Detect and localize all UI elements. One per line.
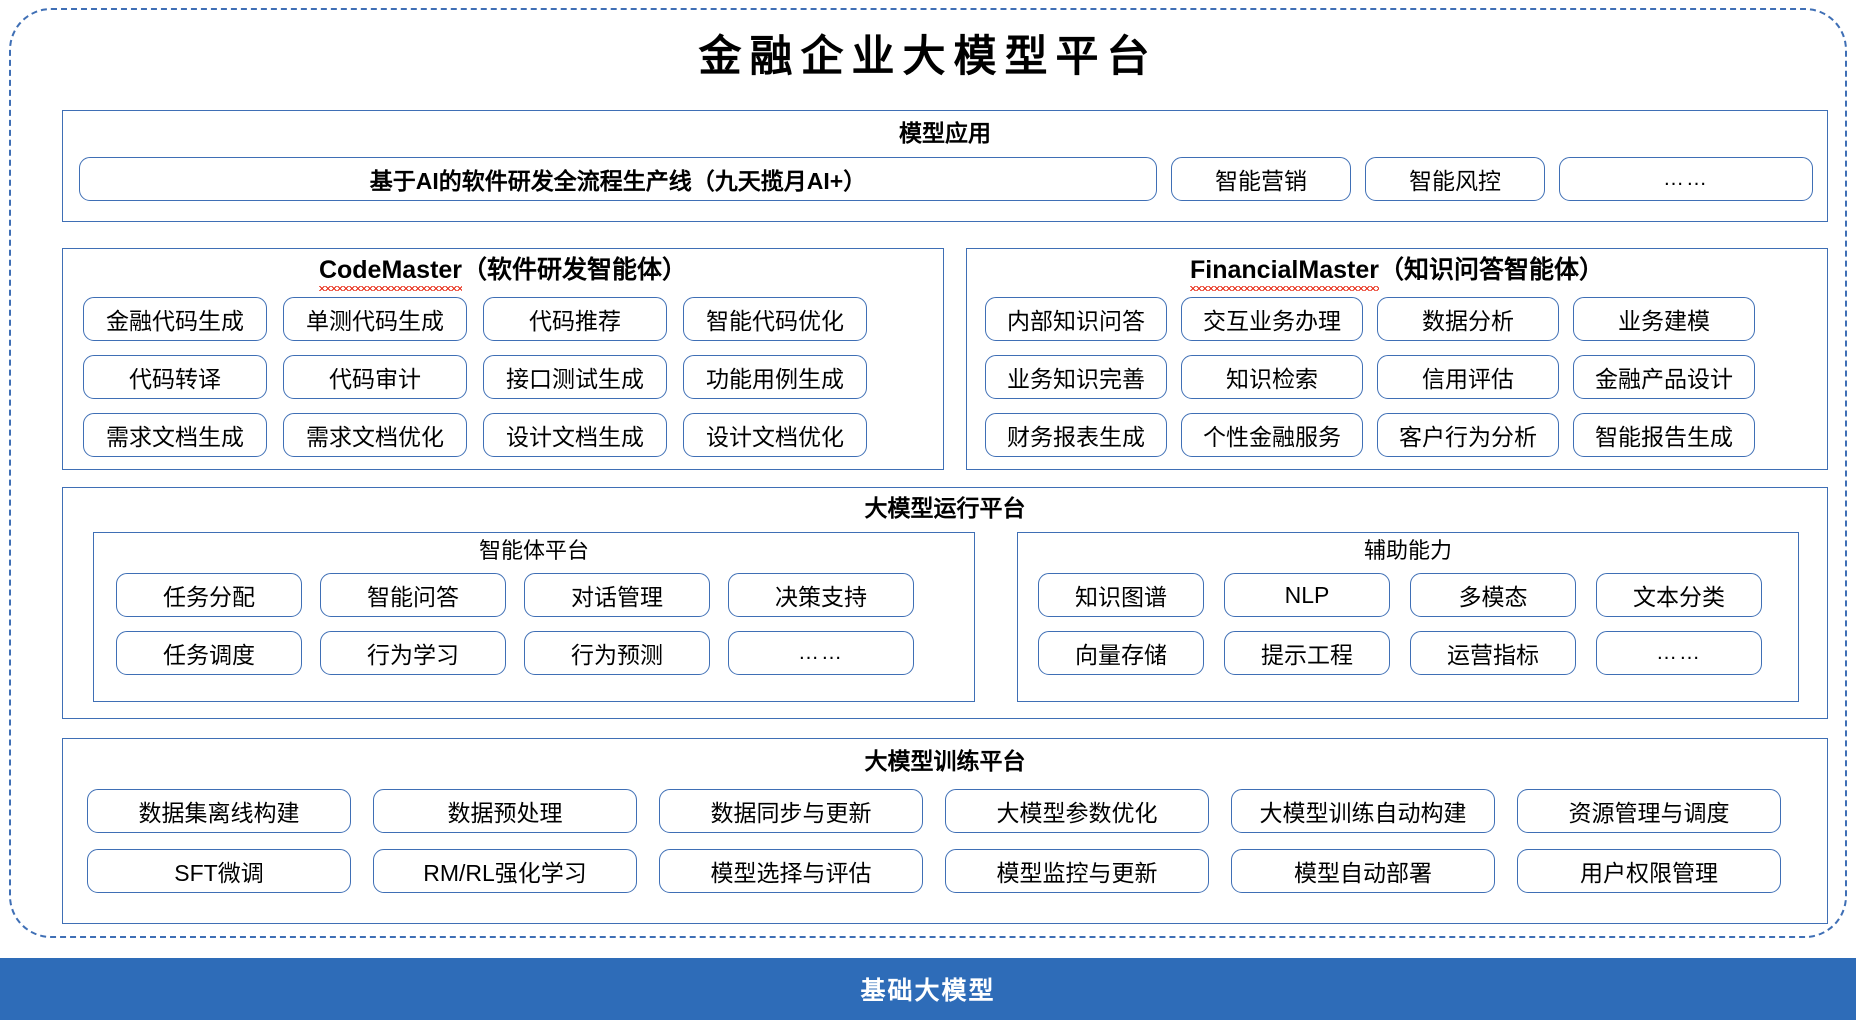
codemaster-item[interactable]: 需求文档优化 xyxy=(283,413,467,457)
panel-runtime-title: 大模型运行平台 xyxy=(864,495,1026,521)
training-row-1: 数据集离线构建 数据预处理 数据同步与更新 大模型参数优化 大模型训练自动构建 … xyxy=(87,789,1781,833)
financialmaster-item[interactable]: 数据分析 xyxy=(1377,297,1559,341)
training-item[interactable]: 模型选择与评估 xyxy=(659,849,923,893)
codemaster-row-2: 代码转译 代码审计 接口测试生成 功能用例生成 xyxy=(83,355,867,399)
training-item[interactable]: 模型监控与更新 xyxy=(945,849,1209,893)
agent-platform-item[interactable]: 智能问答 xyxy=(320,573,506,617)
aux-capability-item[interactable]: 向量存储 xyxy=(1038,631,1204,675)
panel-runtime: 大模型运行平台 智能体平台 任务分配 智能问答 对话管理 决策支持 任务调度 行… xyxy=(62,487,1828,719)
panel-model-application-title: 模型应用 xyxy=(899,120,991,146)
training-item[interactable]: 数据预处理 xyxy=(373,789,637,833)
subpanel-agent-platform-title: 智能体平台 xyxy=(478,538,589,563)
base-model-bar: 基础大模型 xyxy=(0,958,1856,1020)
agent-platform-item[interactable]: 行为学习 xyxy=(320,631,506,675)
training-item[interactable]: 大模型训练自动构建 xyxy=(1231,789,1495,833)
app-main-item[interactable]: 基于AI的软件研发全流程生产线（九天揽月AI+） xyxy=(79,157,1157,201)
financialmaster-item[interactable]: 业务建模 xyxy=(1573,297,1755,341)
agent-platform-row-2: 任务调度 行为学习 行为预测 …… xyxy=(116,631,914,675)
aux-capability-item[interactable]: 知识图谱 xyxy=(1038,573,1204,617)
financialmaster-item[interactable]: 信用评估 xyxy=(1377,355,1559,399)
codemaster-item[interactable]: 代码推荐 xyxy=(483,297,667,341)
training-row-2: SFT微调 RM/RL强化学习 模型选择与评估 模型监控与更新 模型自动部署 用… xyxy=(87,849,1781,893)
training-item[interactable]: SFT微调 xyxy=(87,849,351,893)
codemaster-item[interactable]: 单测代码生成 xyxy=(283,297,467,341)
training-item[interactable]: 数据同步与更新 xyxy=(659,789,923,833)
codemaster-item[interactable]: 设计文档生成 xyxy=(483,413,667,457)
financialmaster-item[interactable]: 个性金融服务 xyxy=(1181,413,1363,457)
panel-agent-financialmaster: FinancialMaster（知识问答智能体） 内部知识问答 交互业务办理 数… xyxy=(966,248,1828,470)
codemaster-row-3: 需求文档生成 需求文档优化 设计文档生成 设计文档优化 xyxy=(83,413,867,457)
aux-capability-item[interactable]: 运营指标 xyxy=(1410,631,1576,675)
aux-capability-item[interactable]: 提示工程 xyxy=(1224,631,1390,675)
codemaster-item[interactable]: 需求文档生成 xyxy=(83,413,267,457)
model-application-items: 基于AI的软件研发全流程生产线（九天揽月AI+） 智能营销 智能风控 …… xyxy=(79,157,1813,201)
codemaster-item[interactable]: 设计文档优化 xyxy=(683,413,867,457)
training-item[interactable]: 模型自动部署 xyxy=(1231,849,1495,893)
agent-codemaster-name-cn: （软件研发智能体） xyxy=(462,256,688,284)
financialmaster-item[interactable]: 知识检索 xyxy=(1181,355,1363,399)
training-item[interactable]: 资源管理与调度 xyxy=(1517,789,1781,833)
aux-capability-item[interactable]: 文本分类 xyxy=(1596,573,1762,617)
training-item[interactable]: 用户权限管理 xyxy=(1517,849,1781,893)
financialmaster-row-3: 财务报表生成 个性金融服务 客户行为分析 智能报告生成 xyxy=(985,413,1755,457)
financialmaster-item[interactable]: 内部知识问答 xyxy=(985,297,1167,341)
agent-platform-row-1: 任务分配 智能问答 对话管理 决策支持 xyxy=(116,573,914,617)
platform-outer-frame xyxy=(9,8,1847,938)
financialmaster-item[interactable]: 客户行为分析 xyxy=(1377,413,1559,457)
codemaster-item[interactable]: 智能代码优化 xyxy=(683,297,867,341)
training-item[interactable]: 大模型参数优化 xyxy=(945,789,1209,833)
training-item[interactable]: RM/RL强化学习 xyxy=(373,849,637,893)
aux-capability-item[interactable]: 多模态 xyxy=(1410,573,1576,617)
agent-financialmaster-title: FinancialMaster（知识问答智能体） xyxy=(967,256,1827,290)
page-title: 金融企业大模型平台 xyxy=(698,32,1158,82)
financialmaster-item[interactable]: 财务报表生成 xyxy=(985,413,1167,457)
codemaster-item[interactable]: 接口测试生成 xyxy=(483,355,667,399)
base-model-label: 基础大模型 xyxy=(860,977,996,1005)
training-item[interactable]: 数据集离线构建 xyxy=(87,789,351,833)
financialmaster-row-1: 内部知识问答 交互业务办理 数据分析 业务建模 xyxy=(985,297,1755,341)
subpanel-aux-capability-title: 辅助能力 xyxy=(1363,538,1452,563)
financialmaster-item[interactable]: 交互业务办理 xyxy=(1181,297,1363,341)
app-item-risk-control[interactable]: 智能风控 xyxy=(1365,157,1545,201)
aux-capability-item[interactable]: NLP xyxy=(1224,573,1390,617)
codemaster-item[interactable]: 代码审计 xyxy=(283,355,467,399)
agent-financialmaster-name-en: FinancialMaster xyxy=(1190,256,1379,290)
aux-capability-row-1: 知识图谱 NLP 多模态 文本分类 xyxy=(1038,573,1762,617)
agent-platform-item[interactable]: 决策支持 xyxy=(728,573,914,617)
agent-platform-item[interactable]: 任务分配 xyxy=(116,573,302,617)
codemaster-item[interactable]: 代码转译 xyxy=(83,355,267,399)
codemaster-item[interactable]: 功能用例生成 xyxy=(683,355,867,399)
agent-financialmaster-name-cn: （知识问答智能体） xyxy=(1378,256,1604,284)
agent-platform-item[interactable]: 任务调度 xyxy=(116,631,302,675)
panel-agent-codemaster: CodeMaster（软件研发智能体） 金融代码生成 单测代码生成 代码推荐 智… xyxy=(62,248,944,470)
financialmaster-item[interactable]: 金融产品设计 xyxy=(1573,355,1755,399)
aux-capability-row-2: 向量存储 提示工程 运营指标 …… xyxy=(1038,631,1762,675)
panel-model-application: 模型应用 基于AI的软件研发全流程生产线（九天揽月AI+） 智能营销 智能风控 … xyxy=(62,110,1828,222)
agent-codemaster-title: CodeMaster（软件研发智能体） xyxy=(63,256,943,290)
subpanel-aux-capability: 辅助能力 知识图谱 NLP 多模态 文本分类 向量存储 提示工程 运营指标 …… xyxy=(1017,532,1799,702)
app-item-more[interactable]: …… xyxy=(1559,157,1813,201)
codemaster-item[interactable]: 金融代码生成 xyxy=(83,297,267,341)
agent-platform-item-more[interactable]: …… xyxy=(728,631,914,675)
app-item-marketing[interactable]: 智能营销 xyxy=(1171,157,1351,201)
financialmaster-item[interactable]: 业务知识完善 xyxy=(985,355,1167,399)
aux-capability-item-more[interactable]: …… xyxy=(1596,631,1762,675)
codemaster-row-1: 金融代码生成 单测代码生成 代码推荐 智能代码优化 xyxy=(83,297,867,341)
financialmaster-row-2: 业务知识完善 知识检索 信用评估 金融产品设计 xyxy=(985,355,1755,399)
subpanel-agent-platform: 智能体平台 任务分配 智能问答 对话管理 决策支持 任务调度 行为学习 行为预测… xyxy=(93,532,975,702)
agent-platform-item[interactable]: 对话管理 xyxy=(524,573,710,617)
panel-training: 大模型训练平台 数据集离线构建 数据预处理 数据同步与更新 大模型参数优化 大模… xyxy=(62,738,1828,924)
financialmaster-item[interactable]: 智能报告生成 xyxy=(1573,413,1755,457)
agent-platform-item[interactable]: 行为预测 xyxy=(524,631,710,675)
panel-training-title: 大模型训练平台 xyxy=(864,748,1026,774)
agent-codemaster-name-en: CodeMaster xyxy=(318,256,463,290)
